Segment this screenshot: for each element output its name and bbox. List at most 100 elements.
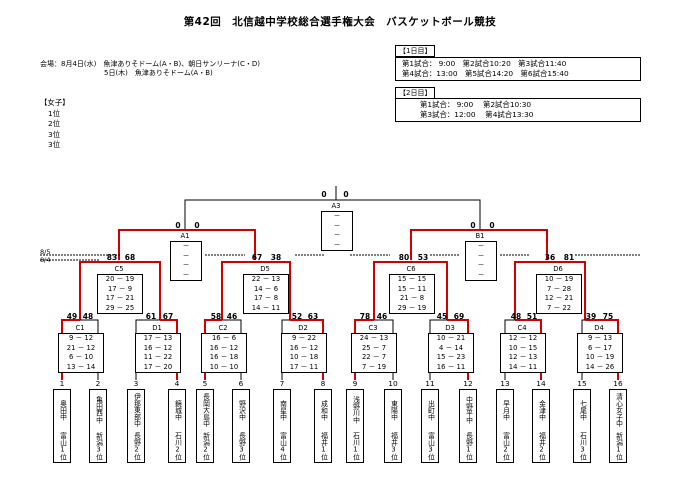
team-card-13: 早月中 富山2位	[496, 389, 514, 463]
r1-d3-left: 45	[436, 312, 448, 321]
team-name: 長岡大島中	[201, 392, 210, 427]
r1-d2-right: 63	[307, 312, 319, 321]
day1-schedule: 第1試合： 9:00 第2試合10:20 第3試合11:40 第4試合：13:0…	[395, 57, 641, 81]
team-card-11: 出町中 富山3位	[421, 389, 439, 463]
r1-c4-sets: 12 － 12 10 － 15 12 － 13 14 － 11	[500, 333, 546, 373]
rank-3b: 3位	[48, 140, 61, 149]
team-card-12: 中野平中 長野1位	[459, 389, 477, 463]
day1-label: 【1日目】	[395, 45, 436, 57]
venue-line-1: 会場：8月4日(水) 魚津ありそドーム(A・B)、朝日サンリーナ(C・D)	[40, 60, 260, 68]
team-name: 金津中	[537, 399, 546, 420]
team-name: 浅野川中	[351, 396, 360, 424]
team-seed: 石川1位	[351, 432, 360, 461]
team-card-10: 東陽中 福井3位	[384, 389, 402, 463]
team-seed: 富山1位	[58, 432, 67, 461]
team-name: 清心女子中	[614, 392, 623, 427]
q-d6-right: 81	[563, 253, 575, 262]
team-num-4: 4	[174, 379, 180, 388]
r1-c2-sets: 16 － 6 16 － 12 16 － 18 10 － 10	[201, 333, 247, 373]
q-c6-sets: 15 － 15 15 － 11 21 － 8 29 － 19	[389, 274, 435, 314]
final-sets: － － － －	[321, 211, 353, 251]
team-num-1: 1	[59, 379, 65, 388]
team-num-13: 13	[500, 379, 510, 388]
rank-1: 1位	[48, 108, 61, 118]
q-d5-name: D5	[260, 265, 270, 273]
semi-a1-sets: － － － －	[170, 241, 202, 281]
women-header: 【女子】	[40, 98, 70, 107]
team-card-1: 奥田中 富山1位	[53, 389, 71, 463]
day2-row-2: 第3試合：12:00 第4試合13:30	[420, 110, 534, 119]
r1-d4-sets: 9 － 13 6 － 17 10 － 19 14 － 26	[577, 333, 623, 373]
team-card-5: 長岡大島中 新潟2位	[196, 389, 214, 463]
day1-row-1: 第1試合： 9:00 第2試合10:20 第3試合11:40	[402, 59, 567, 68]
q-d6-name: D6	[553, 265, 563, 273]
semi-b1-right: 0	[489, 221, 495, 230]
r1-d3-sets: 10 － 21 4 － 14 15 － 23 16 － 11	[428, 333, 474, 373]
q-c6-name: C6	[406, 265, 416, 273]
team-num-16: 16	[613, 379, 623, 388]
team-seed: 新潟2位	[201, 432, 210, 461]
q-d5-right: 38	[270, 253, 282, 262]
r1-d3-name: D3	[445, 324, 455, 332]
team-name: 鏡城中	[173, 399, 182, 420]
q-c5-sets: 20 － 19 17 － 9 17 － 21 29 － 25	[97, 274, 143, 314]
r1-d4-name: D4	[594, 324, 604, 332]
semi-b1-sets: － － － －	[465, 241, 497, 281]
team-seed: 石川3位	[578, 432, 587, 461]
women-results: 【女子】 1位 2位 3位 3位	[40, 98, 70, 151]
semi-a1-right: 0	[194, 221, 200, 230]
team-seed: 新潟1位	[614, 432, 623, 461]
team-card-4: 鏡城中 石川2位	[168, 389, 186, 463]
q-c6-left: 80	[398, 253, 410, 262]
r1-c2-name: C2	[218, 324, 228, 332]
team-name: 南星中	[278, 399, 287, 420]
r1-d4-right: 75	[602, 312, 614, 321]
team-num-15: 15	[577, 379, 587, 388]
rank-2: 2位	[48, 119, 61, 128]
q-c5-name: C5	[114, 265, 124, 273]
r1-d1-left: 61	[145, 312, 157, 321]
team-num-5: 5	[202, 379, 208, 388]
r1-d2-left: 52	[291, 312, 303, 321]
r1-d1-sets: 17 － 13 16 － 12 11 － 22 17 － 20	[135, 333, 181, 373]
r1-c4-name: C4	[517, 324, 527, 332]
semi-b1-name: B1	[475, 232, 485, 240]
team-num-9: 9	[352, 379, 358, 388]
team-card-3: 伊那東部中 長野2位	[127, 389, 145, 463]
team-seed: 新潟3位	[94, 432, 103, 461]
team-seed: 長野2位	[132, 432, 141, 461]
team-name: 出町中	[426, 399, 435, 420]
team-num-12: 12	[463, 379, 473, 388]
team-seed: 長野1位	[464, 432, 473, 461]
team-seed: 石川2位	[173, 432, 182, 461]
r1-d4-left: 39	[585, 312, 597, 321]
r1-d1-right: 67	[162, 312, 174, 321]
team-seed: 長野3位	[237, 432, 246, 461]
day2-schedule: 第1試合： 9:00 第2試合10:30 第3試合：12:00 第4試合13:3…	[395, 98, 641, 122]
r1-c3-left: 78	[359, 312, 371, 321]
day1-row-2: 第4試合：13:00 第5試合14:20 第6試合15:40	[402, 69, 569, 78]
q-c5-left: 83	[106, 253, 118, 262]
team-seed: 富山3位	[426, 432, 435, 461]
r1-c3-name: C3	[368, 324, 378, 332]
r1-c1-sets: 9 － 12 21 － 12 6 － 10 13 － 14	[58, 333, 104, 373]
team-num-8: 8	[320, 379, 326, 388]
r1-d1-name: D1	[152, 324, 162, 332]
rank-3a: 3位	[48, 129, 61, 139]
team-seed: 福井3位	[389, 432, 398, 461]
final-game-name: A3	[331, 202, 341, 210]
r1-d3-right: 69	[453, 312, 465, 321]
q-d5-sets: 22 － 13 14 － 6 17 － 8 14 － 11	[243, 274, 289, 314]
final-score-right: 0	[343, 190, 349, 199]
r1-d2-name: D2	[298, 324, 308, 332]
team-name: 野沢中	[237, 399, 246, 420]
venue-line-2: 5日(木) 魚津ありそドーム(A・B)	[104, 69, 213, 77]
date-label-2: 8/4	[40, 256, 51, 264]
semi-a1-left: 0	[175, 221, 181, 230]
team-name: 奥田中	[58, 399, 67, 420]
r1-c2-left: 58	[210, 312, 222, 321]
team-num-10: 10	[388, 379, 398, 388]
r1-c1-right: 48	[82, 312, 94, 321]
team-card-8: 成和中 福井1位	[314, 389, 332, 463]
r1-d2-sets: 9 － 22 16 － 12 10 － 18 17 － 11	[281, 333, 327, 373]
